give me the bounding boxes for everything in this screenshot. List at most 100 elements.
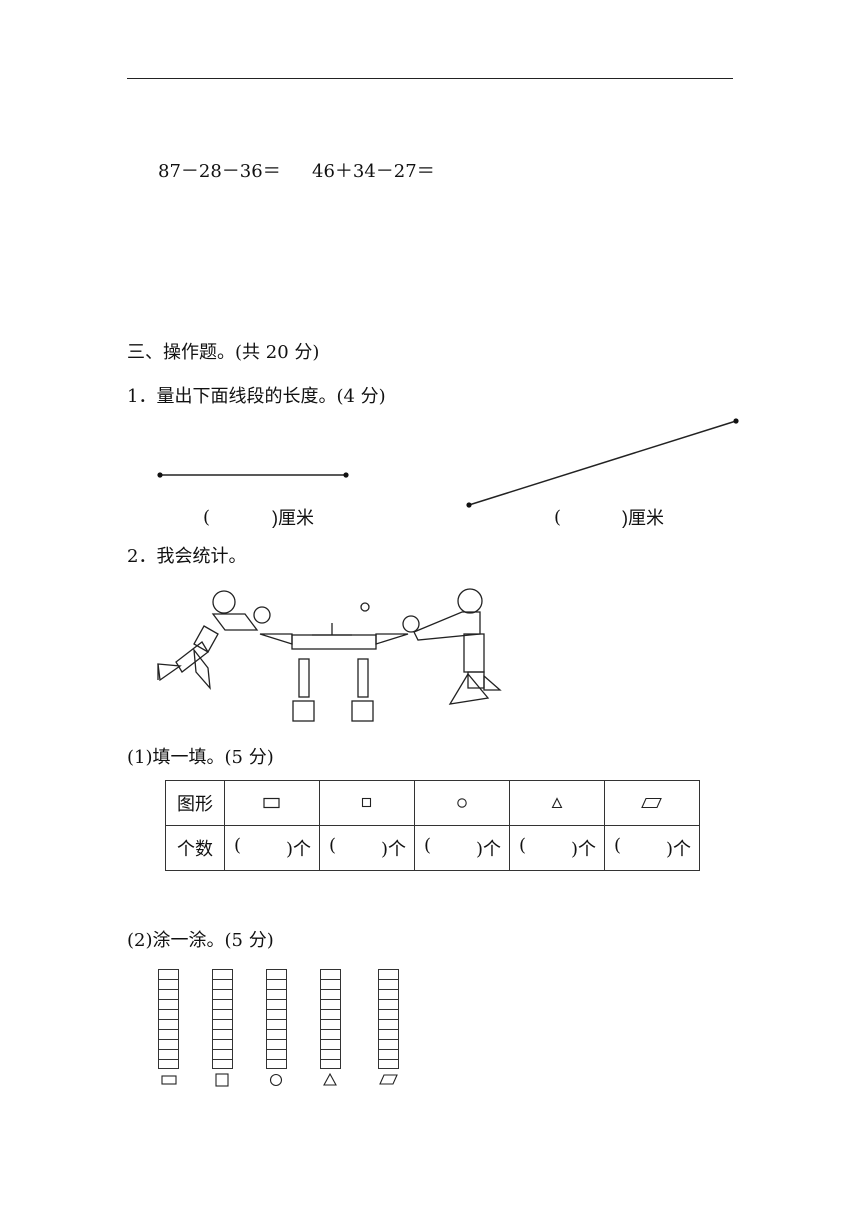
bar-cell[interactable]	[266, 999, 287, 1009]
bar-cell[interactable]	[212, 1039, 233, 1049]
part-2-title: (2)涂一涂。(5 分)	[127, 930, 274, 951]
table-leg-right-rect-icon	[357, 658, 369, 698]
bar-cell[interactable]	[212, 989, 233, 999]
bar-cell[interactable]	[266, 1009, 287, 1019]
left-foot-triangle-icon	[157, 663, 182, 682]
question-1-title: 1．量出下面线段的长度。(4 分)	[127, 386, 386, 407]
bar-cell[interactable]	[320, 989, 341, 999]
count-cell-parallelogram[interactable]: ( )个	[604, 825, 700, 871]
bar-cell[interactable]	[158, 1009, 179, 1019]
left-leg-rect-icon	[175, 641, 209, 673]
bar-cell[interactable]	[266, 979, 287, 989]
bar-cell[interactable]	[212, 1059, 233, 1069]
bar-cell[interactable]	[320, 1029, 341, 1039]
square-icon	[215, 1073, 229, 1087]
blank-close: )个	[665, 839, 691, 860]
bar-cell[interactable]	[212, 1009, 233, 1019]
blank-open: (	[329, 835, 337, 856]
circle-icon	[457, 797, 467, 808]
bar-cell[interactable]	[212, 1049, 233, 1059]
right-leg-rect-icon	[467, 671, 485, 689]
blank-open: (	[234, 835, 242, 856]
top-rule	[127, 78, 733, 79]
bar-cell[interactable]	[378, 999, 399, 1009]
bar-cell[interactable]	[378, 1059, 399, 1069]
bar-column-parallelogram	[378, 969, 399, 1069]
bar-cell[interactable]	[158, 999, 179, 1009]
bar-cell[interactable]	[266, 1059, 287, 1069]
bar-cell[interactable]	[212, 969, 233, 979]
bar-cell[interactable]	[158, 979, 179, 989]
bar-cell[interactable]	[320, 1059, 341, 1069]
square-icon	[361, 797, 372, 807]
count-cell-rectangle[interactable]: ( )个	[224, 825, 320, 871]
count-cell-circle[interactable]: ()个	[414, 825, 510, 871]
segment-long	[466, 418, 739, 508]
bar-shape-labels	[161, 1072, 398, 1087]
rectangle-icon	[263, 797, 280, 808]
bar-cell[interactable]	[158, 1049, 179, 1059]
bar-cell[interactable]	[212, 1029, 233, 1039]
table-row: 个数 ()个 ()个 ()个 ()个 ()个	[165, 825, 700, 871]
bar-cell[interactable]	[378, 1049, 399, 1059]
question-2-title: 2．我会统计。	[127, 546, 247, 567]
bar-cell[interactable]	[378, 1029, 399, 1039]
right-body-rect-icon	[463, 633, 485, 673]
bar-cell[interactable]	[266, 989, 287, 999]
bar-cell[interactable]	[378, 1009, 399, 1019]
bar-cell[interactable]	[266, 1039, 287, 1049]
right-foot2-triangle-icon	[483, 674, 502, 691]
blank-close: )个	[285, 839, 311, 860]
left-leg2-icon	[193, 647, 211, 690]
bar-cell[interactable]	[266, 969, 287, 979]
bar-cell[interactable]	[320, 969, 341, 979]
line-segments	[157, 418, 739, 508]
bar-cell[interactable]	[212, 1019, 233, 1029]
right-head-circle-icon	[457, 588, 483, 614]
table-foot-right-square-icon	[351, 700, 374, 722]
bar-cell[interactable]	[378, 1019, 399, 1029]
bar-cell[interactable]	[158, 1029, 179, 1039]
equation-1: 87－28－36＝	[158, 161, 281, 182]
bar-cell[interactable]	[378, 979, 399, 989]
ball-small-circle-icon	[360, 602, 370, 612]
row-header-count: 个数	[165, 825, 225, 871]
bar-cell[interactable]	[320, 1009, 341, 1019]
bar-cell[interactable]	[378, 969, 399, 979]
table-leg-left-rect-icon	[298, 658, 310, 698]
bar-cell[interactable]	[212, 999, 233, 1009]
bar-cell[interactable]	[320, 1049, 341, 1059]
count-cell-triangle[interactable]: ()个	[509, 825, 605, 871]
right-ball-circle-icon	[402, 615, 420, 633]
count-cell-square[interactable]: ( )个	[319, 825, 415, 871]
triangle-icon	[323, 1072, 337, 1086]
bar-cell[interactable]	[378, 989, 399, 999]
bar-cell[interactable]	[158, 1059, 179, 1069]
equation-2: 46＋34－27＝	[312, 161, 435, 182]
bar-column-square	[212, 969, 233, 1069]
bar-cell[interactable]	[212, 979, 233, 989]
bar-cell[interactable]	[266, 1019, 287, 1029]
parallelogram-icon	[379, 1074, 398, 1085]
right-foot-triangle-icon	[448, 672, 490, 705]
bar-cell[interactable]	[266, 1049, 287, 1059]
bar-cell[interactable]	[320, 999, 341, 1009]
table-top-rect-icon	[291, 634, 377, 650]
bar-cell[interactable]	[266, 1029, 287, 1039]
bar-cell[interactable]	[158, 1039, 179, 1049]
rectangle-icon	[161, 1075, 177, 1085]
bar-cell[interactable]	[158, 969, 179, 979]
bar-cell[interactable]	[320, 1019, 341, 1029]
row-header-shape: 图形	[165, 780, 225, 826]
bar-cell[interactable]	[320, 1039, 341, 1049]
blank-close: )个	[380, 839, 406, 860]
part-1-title: (1)填一填。(5 分)	[127, 747, 274, 768]
bar-cell[interactable]	[320, 979, 341, 989]
blank-close: )个	[570, 839, 596, 860]
blank-open: (	[614, 835, 622, 856]
table-right-triangle-icon	[375, 633, 409, 645]
bar-cell[interactable]	[158, 989, 179, 999]
bar-cell[interactable]	[378, 1039, 399, 1049]
bar-cell[interactable]	[158, 1019, 179, 1029]
shape-count-table: 图形 个数 ()个 ()个 ()个 ()个 ()个	[165, 780, 700, 871]
